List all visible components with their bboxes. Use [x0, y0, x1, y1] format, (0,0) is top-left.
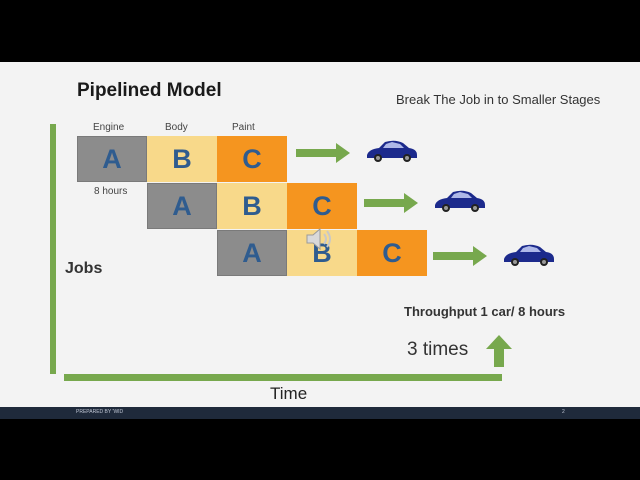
job2-stage-a: A	[147, 183, 217, 229]
footer-page-number: 2	[562, 409, 565, 415]
jobs-label: Jobs	[65, 260, 103, 277]
speedup-label: 3 times	[407, 339, 469, 360]
job3-stage-b: B	[287, 230, 357, 276]
stage-duration: 8 hours	[94, 186, 128, 197]
time-axis	[64, 374, 502, 381]
slide-title: Pipelined Model	[77, 80, 222, 101]
stage-label-paint: Paint	[232, 122, 255, 133]
job2-stage-b: B	[217, 183, 287, 229]
stage-label-body: Body	[165, 122, 188, 133]
arrow-right-icon	[364, 193, 418, 213]
footer-left-text: PREPARED BY 'WID	[76, 409, 124, 415]
car-icon	[504, 244, 554, 266]
job3-stage-c: C	[357, 230, 427, 276]
job1-stage-c: C	[217, 136, 287, 182]
car-icon	[367, 140, 417, 162]
car-icon	[435, 190, 485, 212]
arrow-up-icon	[486, 335, 512, 367]
throughput-label: Throughput 1 car/ 8 hours	[404, 304, 566, 319]
time-label: Time	[270, 384, 308, 403]
slide: Pipelined Model Break The Job in to Smal…	[0, 62, 640, 407]
slide-subtitle: Break The Job in to Smaller Stages	[396, 92, 601, 107]
speaker-icon[interactable]	[304, 225, 338, 253]
arrow-right-icon	[296, 143, 350, 163]
job1-stage-b: B	[147, 136, 217, 182]
job1-stage-a: A	[77, 136, 147, 182]
arrow-right-icon	[433, 246, 487, 266]
stage-label-engine: Engine	[93, 122, 125, 133]
jobs-axis	[50, 124, 56, 374]
job3-stage-a: A	[217, 230, 287, 276]
job2-stage-c: C	[287, 183, 357, 229]
footer-bar: PREPARED BY 'WID 2	[0, 407, 640, 419]
